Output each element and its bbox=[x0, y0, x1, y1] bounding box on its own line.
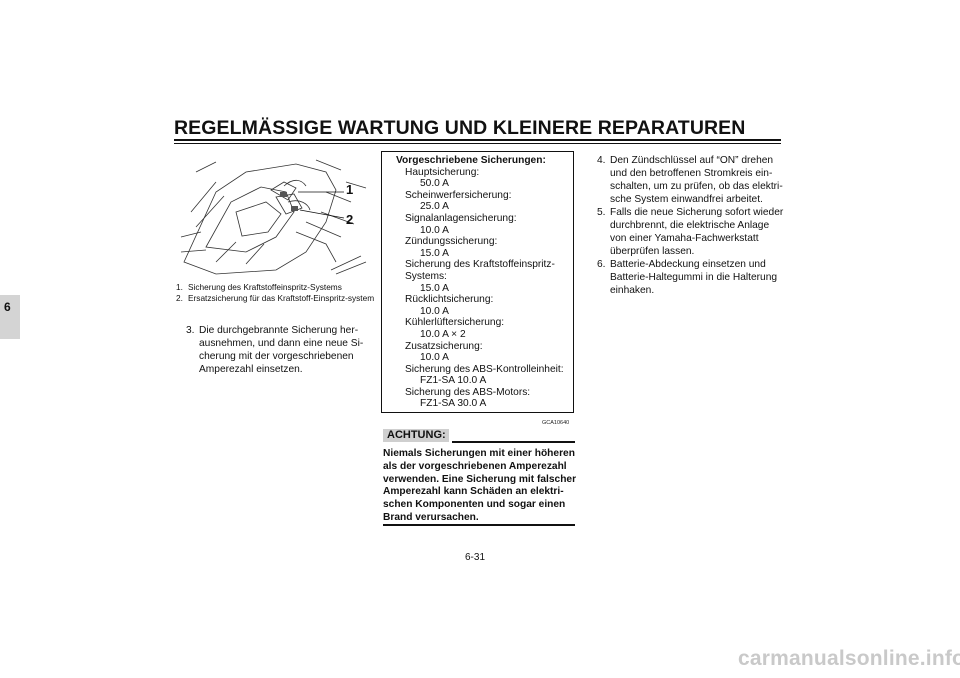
watermark: carmanualsonline.info bbox=[738, 647, 960, 670]
step-4: 4. Den Zündschlüssel auf “ON” drehen und… bbox=[597, 154, 787, 206]
chapter-tab bbox=[0, 295, 20, 339]
fuse-value: 10.0 A bbox=[420, 305, 449, 317]
fuse-label: Sicherung des Kraftstoffeinspritz- bbox=[405, 259, 555, 271]
caption-text: Sicherung des Kraftstoffeinspritz-System… bbox=[188, 282, 342, 292]
fuse-value: 15.0 A bbox=[420, 247, 449, 259]
fuse-label: Hauptsicherung: bbox=[405, 166, 480, 178]
fuse-illustration-drawing: 1 2 bbox=[180, 159, 367, 275]
fuse-label: Rücklichtsicherung: bbox=[405, 294, 494, 306]
fuse-value: 10.0 A × 2 bbox=[420, 328, 466, 340]
caption-text: Ersatzsicherung für das Kraftstoff-Einsp… bbox=[188, 292, 375, 303]
fuse-label: Kühlerlüftersicherung: bbox=[405, 317, 505, 329]
step-text: Batterie-Abdeckung einsetzen und Batteri… bbox=[610, 259, 778, 296]
fuse-label: Zusatzsicherung: bbox=[405, 340, 483, 352]
chapter-number: 6 bbox=[4, 300, 11, 314]
fuse-value: 10.0 A bbox=[420, 352, 449, 364]
fuse-label-continued: Systems: bbox=[405, 270, 447, 282]
right-steps: 4. Den Zündschlüssel auf “ON” drehen und… bbox=[597, 154, 787, 297]
step-6: 6. Batterie-Abdeckung einsetzen und Batt… bbox=[597, 258, 787, 297]
warning-code: GCA10640 bbox=[542, 420, 570, 426]
caption-number: 2. bbox=[176, 292, 183, 303]
callout-2: 2 bbox=[346, 212, 353, 227]
fuse-illustration: 1 2 bbox=[176, 152, 372, 280]
step-number: 3. bbox=[186, 325, 195, 336]
step-number: 5. bbox=[597, 207, 606, 218]
figure-captions: 1. Sicherung des Kraftstoffeinspritz-Sys… bbox=[176, 282, 376, 303]
step-number: 4. bbox=[597, 155, 606, 166]
header-rule bbox=[174, 139, 781, 141]
step-text: Die durchgebrannte Sicherung her-ausnehm… bbox=[199, 325, 364, 375]
header-rule-thin bbox=[174, 143, 781, 144]
fuse-label: Signalanlagensicherung: bbox=[405, 212, 517, 224]
fuse-value: 25.0 A bbox=[420, 201, 449, 213]
fuse-value: 15.0 A bbox=[420, 282, 449, 294]
warning-label: ACHTUNG: bbox=[383, 429, 449, 442]
caption-number: 1. bbox=[176, 282, 183, 292]
warning-rule-top bbox=[452, 441, 575, 443]
step-number: 6. bbox=[597, 259, 606, 270]
fuse-label: Zündungssicherung: bbox=[405, 236, 498, 248]
specified-fuses-box: Vorgeschriebene Sicherungen: Hauptsicher… bbox=[381, 151, 574, 413]
fuse-label: Scheinwerfersicherung: bbox=[405, 189, 512, 201]
fuse-value: FZ1-SA 10.0 A bbox=[420, 375, 487, 387]
fuse-label: Sicherung des ABS-Motors: bbox=[405, 386, 531, 398]
step-text: Den Zündschlüssel auf “ON” drehen und de… bbox=[610, 155, 783, 205]
warning-rule-bottom bbox=[383, 524, 575, 526]
fuse-value: FZ1-SA 30.0 A bbox=[420, 398, 487, 410]
fuse-value: 10.0 A bbox=[420, 224, 449, 236]
step-5: 5. Falls die neue Sicherung sofort wiede… bbox=[597, 206, 787, 258]
page-title: REGELMÄSSIGE WARTUNG UND KLEINERE REPARA… bbox=[174, 117, 746, 139]
caption-item: 1. Sicherung des Kraftstoffeinspritz-Sys… bbox=[176, 282, 376, 293]
warning-text: Niemals Sicherungen mit einer höheren al… bbox=[383, 448, 577, 523]
fuse-label: Sicherung des ABS-Kontrolleinheit: bbox=[405, 363, 564, 375]
fuse-value: 50.0 A bbox=[420, 178, 449, 190]
page-number: 6-31 bbox=[465, 552, 486, 563]
fuse-box-heading: Vorgeschriebene Sicherungen: bbox=[396, 155, 546, 166]
step-3: 3. Die durchgebrannte Sicherung her-ausn… bbox=[186, 324, 382, 376]
caption-item: 2. Ersatzsicherung für das Kraftstoff-Ei… bbox=[176, 293, 376, 304]
step-text: Falls die neue Sicherung sofort wieder d… bbox=[610, 207, 784, 257]
callout-1: 1 bbox=[346, 182, 353, 197]
